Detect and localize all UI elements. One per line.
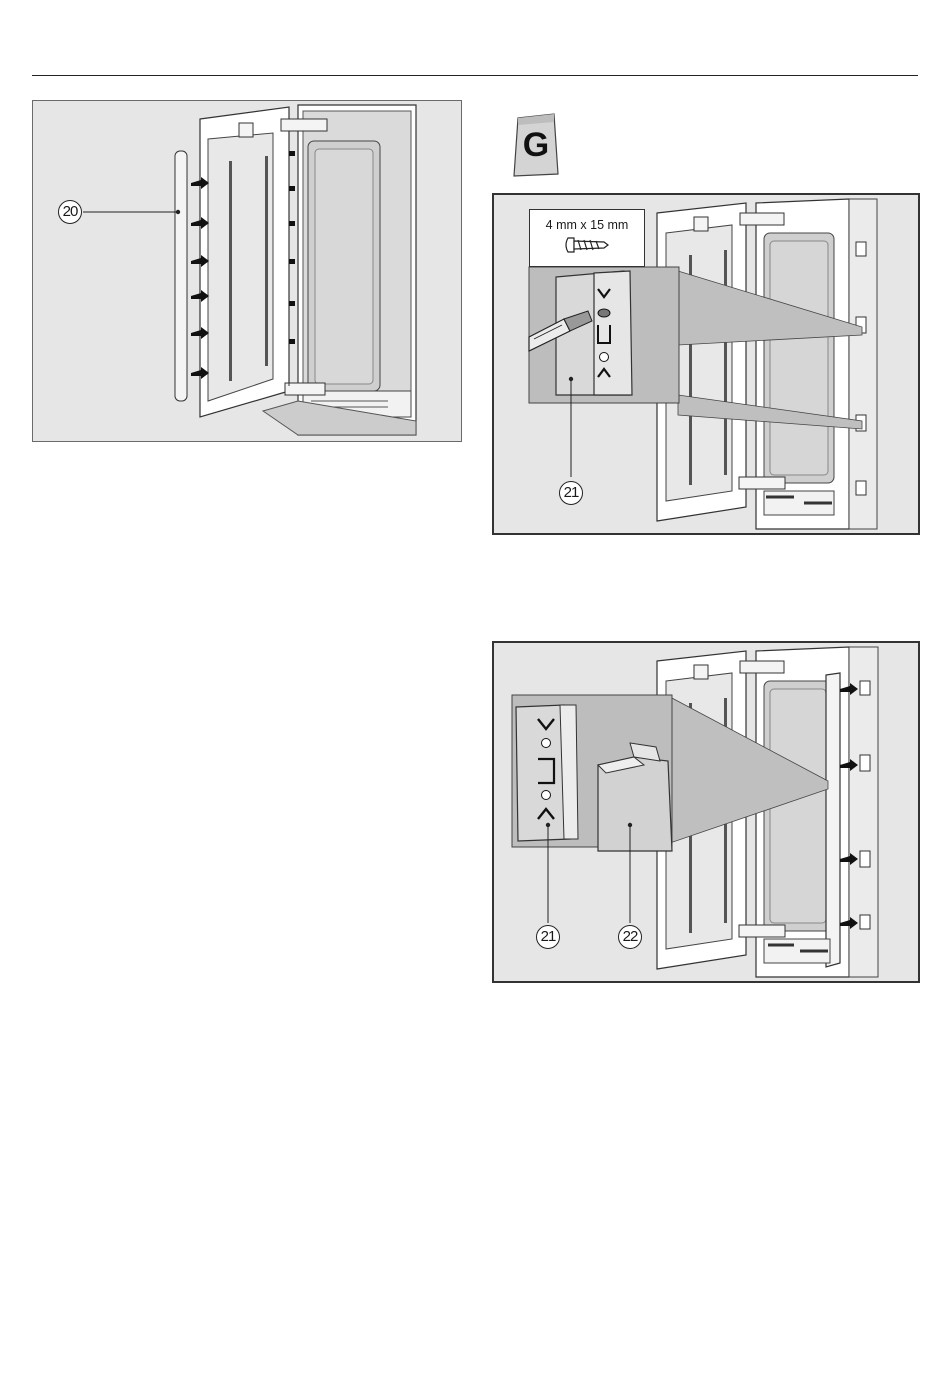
bottom-hinge [285,383,325,395]
callout-21: 21 [559,481,583,505]
screw-size-label: 4 mm x 15 mm [529,209,645,267]
screw-icon [564,236,610,254]
figure-2-panel: 4 mm x 15 mm 21 [492,193,920,535]
callout-22: 22 [618,925,642,949]
figure-1-panel: 20 [32,100,462,442]
figure-1-drawing [33,101,461,441]
callout-20: 20 [58,200,82,224]
parts-bag: G [512,112,560,178]
header-rule [32,75,918,76]
trim-strip [175,151,187,401]
screw-size-text: 4 mm x 15 mm [530,218,644,232]
door-inner [208,133,273,401]
bag-letter: G [512,126,560,165]
figure-3-panel: 21 22 [492,641,920,983]
top-hinge [239,123,253,137]
callout-21: 21 [536,925,560,949]
